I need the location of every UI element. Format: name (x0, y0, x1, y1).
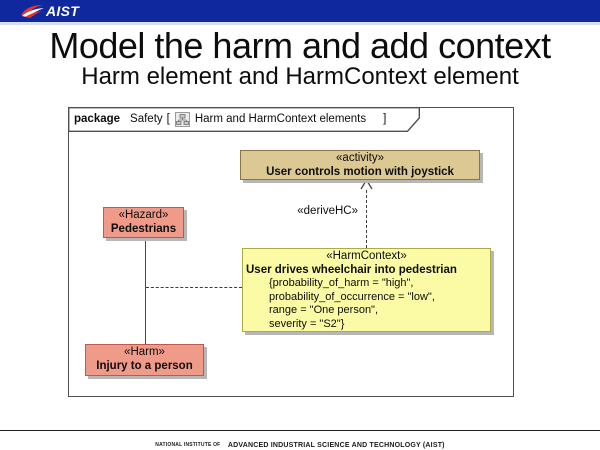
edge-derivehc-dependency (366, 190, 367, 248)
activity-node: «activity» User controls motion with joy… (240, 150, 480, 180)
frame-diagram-name: Harm and HarmContext elements (194, 113, 367, 125)
harmcontext-node: «HarmContext» User drives wheelchair int… (242, 248, 491, 332)
aist-swoosh-icon (21, 5, 44, 18)
footer-institute-name: ADVANCED INDUSTRIAL SCIENCE AND TECHNOLO… (227, 442, 445, 449)
frame-package-name: Safety (130, 113, 163, 125)
footer-institute-prefix: NATIONAL INSTITUTE OF (155, 442, 221, 448)
frame-kind-label: package (74, 113, 121, 125)
open-arrowhead-icon (360, 179, 373, 190)
harm-node: «Harm» Injury to a person (85, 344, 204, 376)
harm-name: Injury to a person (96, 360, 193, 372)
frame-bracket-open: [ (166, 113, 170, 125)
package-frame-tab (68, 107, 420, 132)
hazard-stereotype: «Hazard» (118, 209, 169, 221)
edge-label-derivehc: «deriveHC» (297, 205, 358, 217)
harmcontext-name: User drives wheelchair into pedestrian (246, 264, 457, 276)
edge-hazard-harm (145, 238, 146, 344)
header-bar (0, 0, 600, 22)
activity-stereotype: «activity» (336, 152, 384, 164)
frame-bracket-close: ] (383, 113, 387, 125)
activity-name: User controls motion with joystick (266, 166, 454, 178)
harmcontext-constraints: {probability_of_harm = "high", probabili… (269, 277, 435, 330)
harm-stereotype: «Harm» (124, 346, 165, 358)
edge-harmcontext-anchor (146, 287, 242, 288)
aist-logo-text: AIST (46, 3, 80, 19)
harmcontext-stereotype: «HarmContext» (326, 250, 407, 262)
hazard-node: «Hazard» Pedestrians (103, 207, 184, 238)
header-bar-accent (0, 22, 600, 25)
slide-subtitle: Harm element and HarmContext element (81, 63, 519, 90)
hazard-name: Pedestrians (110, 223, 177, 235)
diagram-type-icon (174, 111, 190, 127)
package-frame-header: package Safety [ Harm and HarmContext el… (68, 107, 420, 131)
footer-divider (0, 430, 600, 431)
aist-logo: AIST (20, 2, 79, 20)
footer-institute: NATIONAL INSTITUTE OF ADVANCED INDUSTRIA… (0, 434, 600, 450)
slide-title: Model the harm and add context (49, 25, 551, 66)
